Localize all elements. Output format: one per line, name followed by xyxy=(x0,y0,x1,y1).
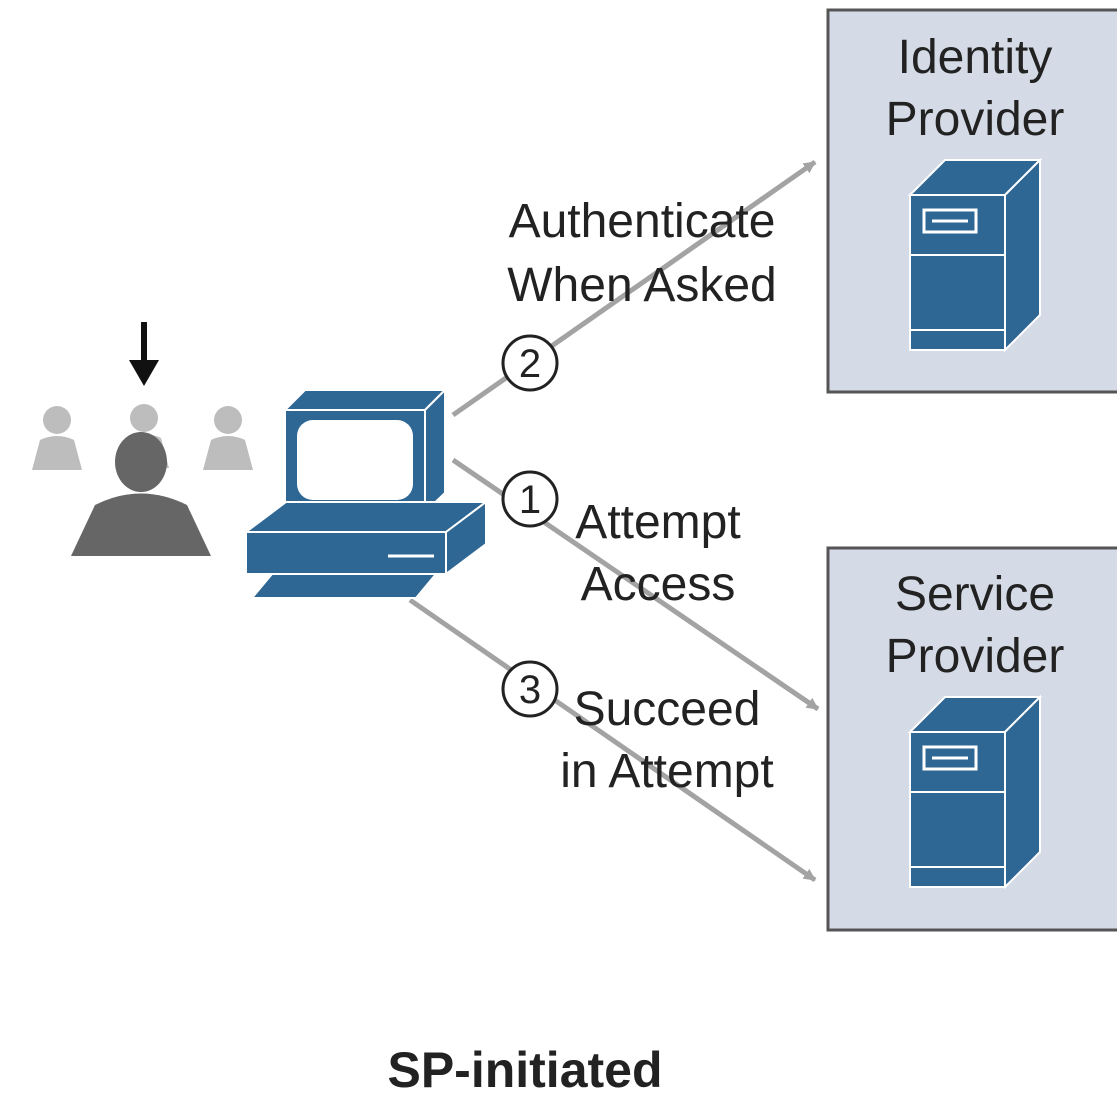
step-1-label-line2: Access xyxy=(581,558,736,611)
identity-provider-label-line1: Identity xyxy=(898,31,1053,84)
down-arrow-icon xyxy=(129,322,159,386)
computer-icon xyxy=(243,387,489,599)
step-1-badge: 1 xyxy=(501,470,559,528)
step-3-badge: 3 xyxy=(501,660,559,718)
step-2-label-line2: When Asked xyxy=(507,259,776,312)
service-provider-box: Service Provider xyxy=(826,546,1117,932)
svg-text:3: 3 xyxy=(519,668,541,712)
step-3-label-line1: Succeed xyxy=(574,683,761,736)
diagram-caption: SP-initiated xyxy=(387,1042,662,1097)
service-provider-label-line1: Service xyxy=(895,568,1055,621)
server-icon xyxy=(907,694,1043,890)
step-2-label-line1: Authenticate xyxy=(509,195,776,248)
identity-provider-box: Identity Provider xyxy=(826,8,1117,394)
server-icon xyxy=(907,157,1043,353)
user-icon xyxy=(32,404,253,556)
step-3-label-line2: in Attempt xyxy=(560,745,773,798)
arrow-succeed xyxy=(408,597,817,883)
identity-provider-label-line2: Provider xyxy=(886,93,1065,146)
step-1-label-line1: Attempt xyxy=(575,496,740,549)
step-2-badge: 2 xyxy=(501,334,559,392)
service-provider-label-line2: Provider xyxy=(886,630,1065,683)
svg-text:1: 1 xyxy=(519,478,541,522)
svg-text:2: 2 xyxy=(519,342,541,386)
